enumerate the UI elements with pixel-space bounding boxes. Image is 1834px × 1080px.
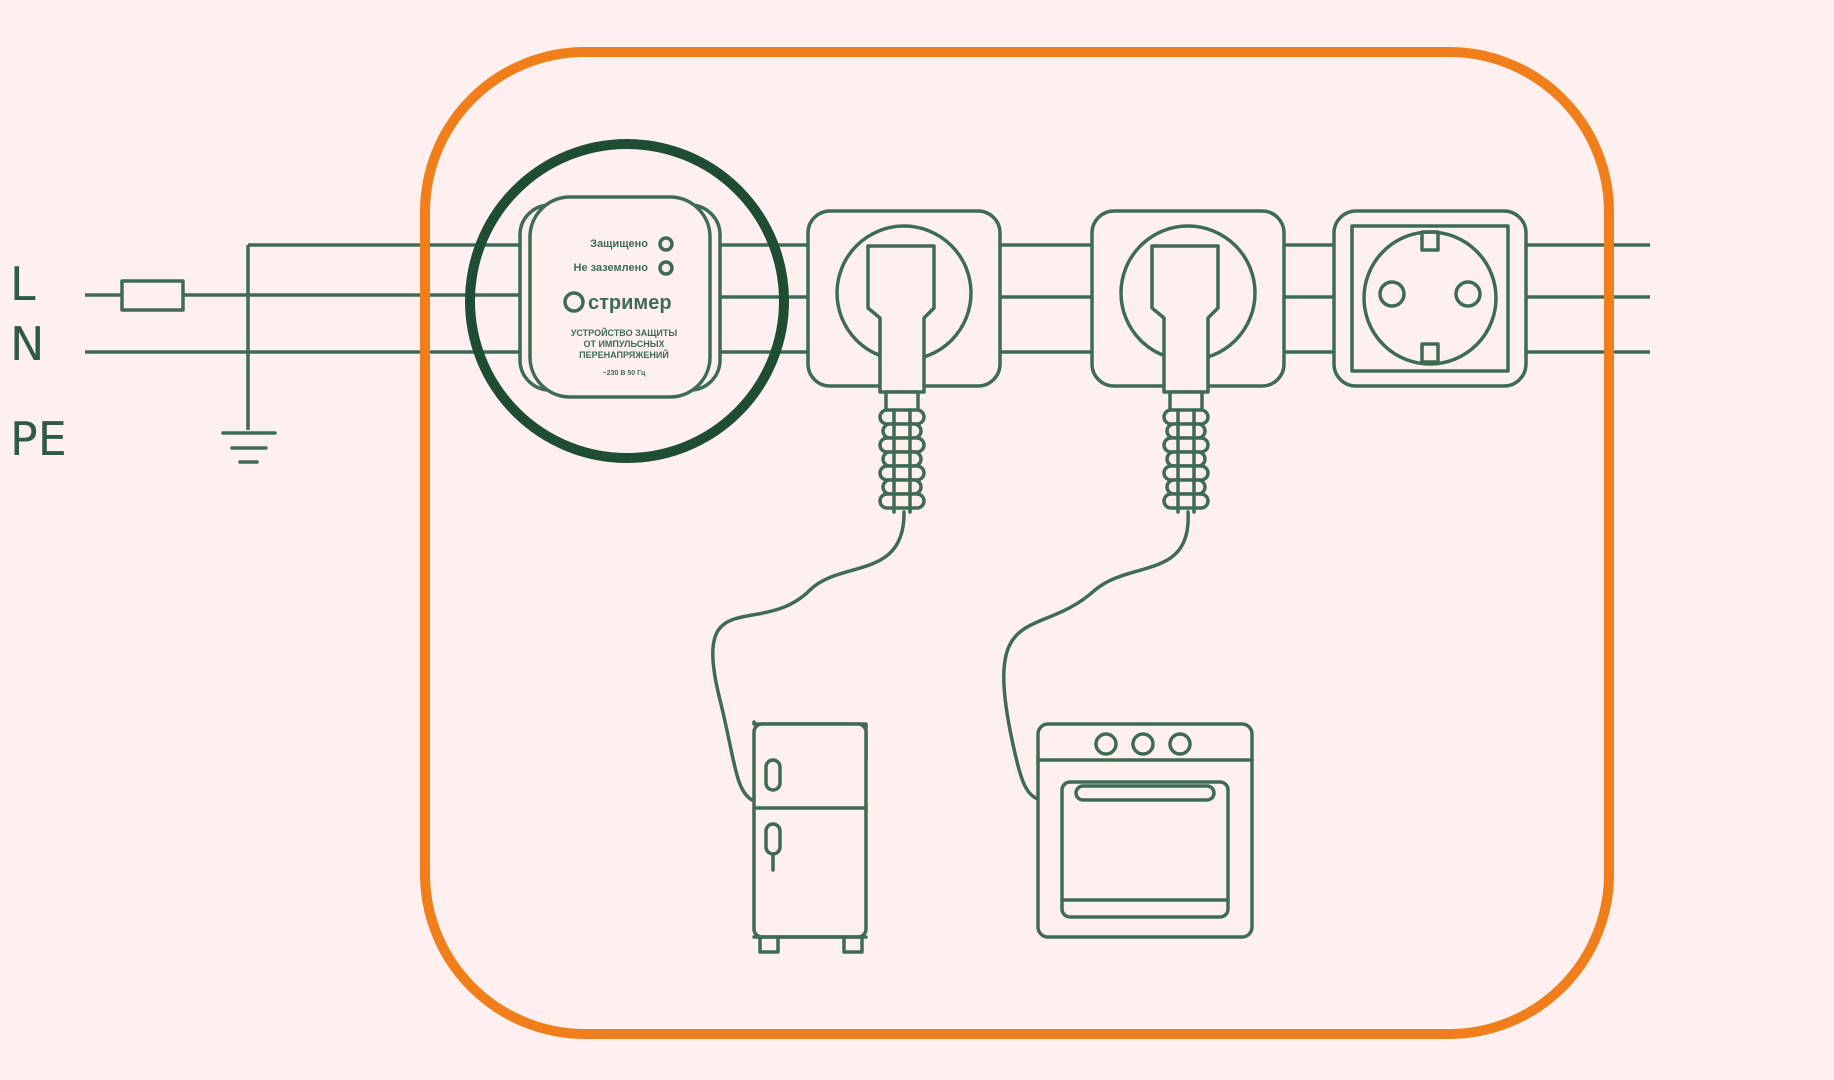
cord-2 [1002, 510, 1190, 802]
device-title-1: УСТРОЙСТВО ЗАЩИТЫ [571, 327, 678, 338]
label-l: L [10, 257, 36, 311]
indicator-protected-icon [658, 236, 674, 252]
device-title-3: ПЕРЕНАПРЯЖЕНИЙ [579, 349, 669, 360]
cord-1 [711, 510, 906, 802]
incoming-wires [85, 243, 520, 430]
oven-icon [1036, 722, 1254, 939]
brand-name: стример [588, 292, 672, 314]
brand-logo-icon [563, 291, 585, 313]
device-title-2: ОТ ИМПУЛЬСНЫХ [583, 339, 664, 349]
fuse-icon [120, 279, 185, 312]
label-n: N [10, 317, 44, 371]
device-rating: ~230 В 50 Гц [603, 370, 646, 377]
ground-icon [221, 431, 277, 464]
indicator-not-grounded-icon [658, 260, 674, 276]
socket-icon [1332, 209, 1528, 388]
highlight-circle [465, 139, 789, 463]
plug-icon-2 [1150, 244, 1220, 514]
surge-protector: Защищено Не заземлено стример УСТРОЙСТВО… [518, 195, 722, 399]
frame-border [420, 47, 1614, 1039]
indicator-not-grounded-label: Не заземлено [574, 262, 649, 274]
refrigerator-icon [752, 720, 868, 954]
label-pe: PE [10, 412, 67, 466]
plug-icon [866, 244, 936, 514]
indicator-protected-label: Защищено [590, 238, 648, 250]
